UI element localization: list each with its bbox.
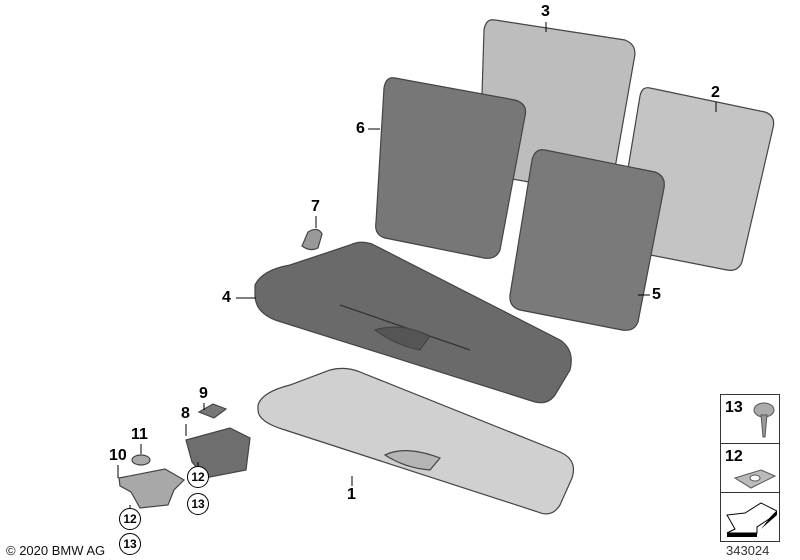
legend-number: 12	[725, 448, 743, 465]
seat-cover-part-4	[254, 241, 572, 404]
backrest-part-5	[509, 149, 665, 331]
callout-9: 9	[199, 385, 208, 402]
copyright: © 2020 BMW AG	[6, 543, 106, 558]
legend-row-arrow	[721, 493, 779, 541]
fastener-legend: 13 12	[720, 394, 780, 542]
backrest-part-6	[375, 77, 527, 259]
storage-part-8	[185, 427, 251, 479]
disc-part-11	[131, 454, 151, 466]
callout-6: 6	[356, 120, 365, 137]
callout-7: 7	[311, 198, 320, 215]
callout-1: 1	[347, 486, 356, 503]
circled-ref-12: 12	[187, 466, 209, 488]
callout-3: 3	[541, 3, 550, 20]
legend-row-screw: 13	[721, 395, 779, 444]
arrow-icon	[726, 502, 777, 537]
cupholder-part-10	[118, 468, 185, 509]
cover-part-9	[197, 403, 228, 419]
screw-icon	[753, 402, 775, 438]
legend-number: 13	[725, 399, 743, 416]
cap-part-7	[301, 228, 323, 251]
callout-5: 5	[652, 286, 661, 303]
callout-2: 2	[711, 84, 720, 101]
seat-base-part-1	[257, 367, 575, 515]
callout-10: 10	[109, 447, 127, 464]
legend-row-clip-nut: 12	[721, 444, 779, 493]
circled-ref-12: 12	[119, 508, 141, 530]
document-number: 343024	[726, 543, 770, 558]
callout-8: 8	[181, 405, 190, 422]
circled-ref-13: 13	[119, 533, 141, 555]
circled-ref-13: 13	[187, 493, 209, 515]
callout-4: 4	[222, 289, 231, 306]
clip-nut-icon	[733, 469, 777, 489]
callout-11: 11	[131, 426, 148, 443]
